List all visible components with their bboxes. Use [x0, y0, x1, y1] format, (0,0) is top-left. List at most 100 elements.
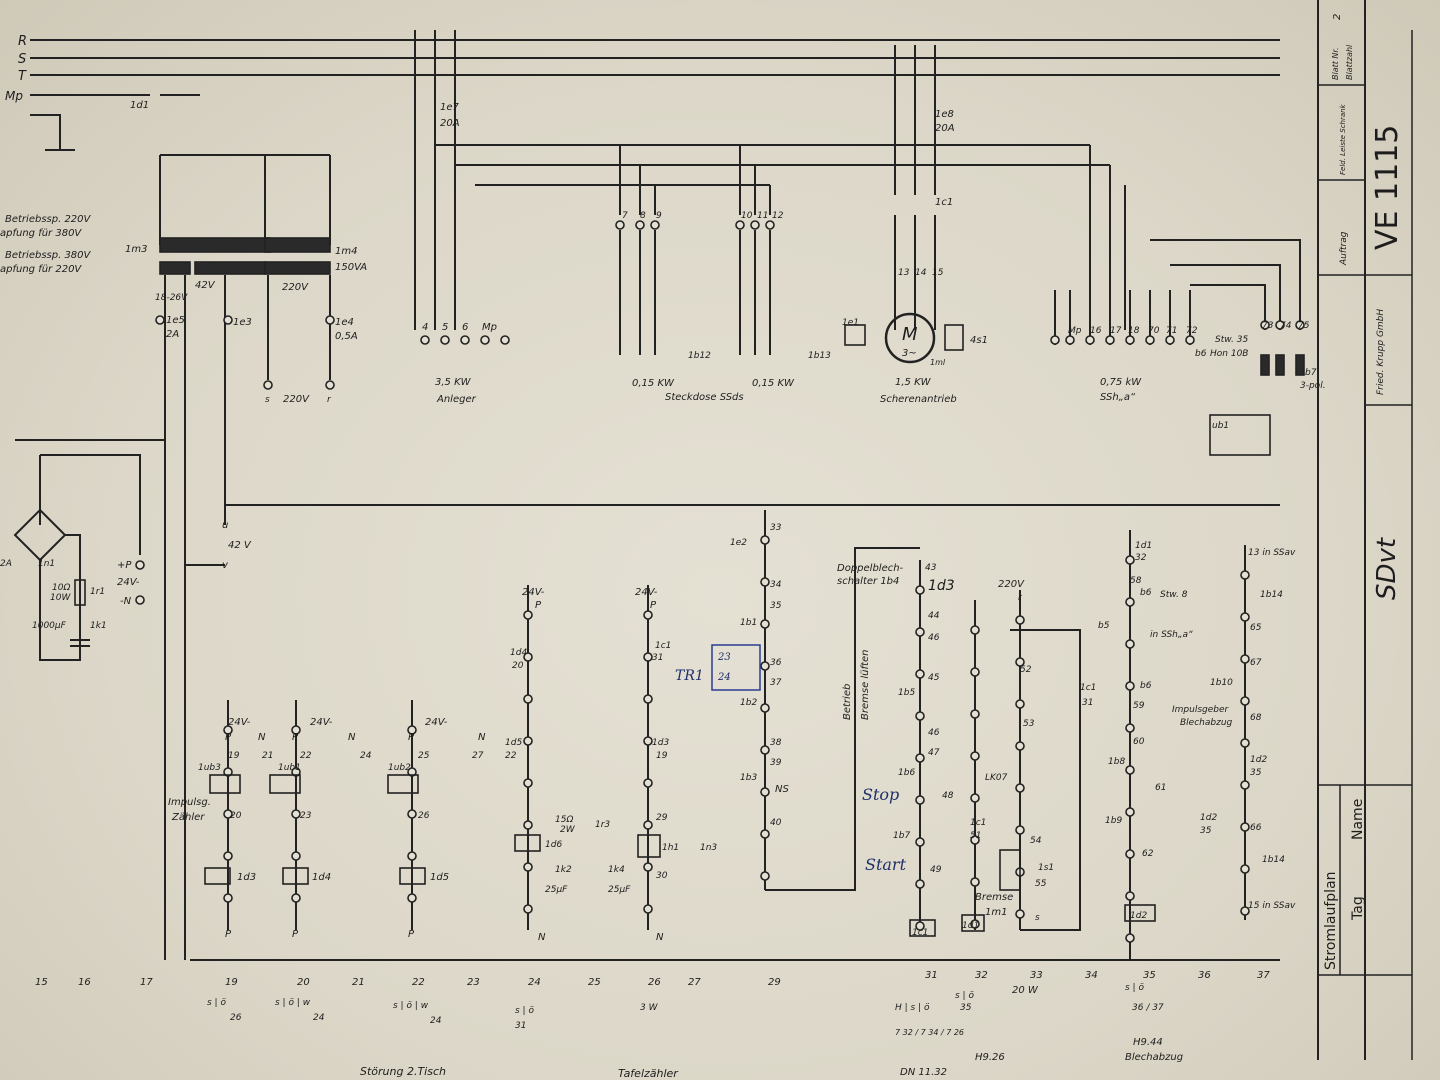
label-e4a: 0,5A [335, 331, 358, 342]
terminal-icon [1015, 699, 1025, 709]
label-t13: 13 [898, 268, 910, 278]
label-t15: 15 [932, 268, 944, 278]
title-block: Blatt Nr. Blattzahl 2 Feld. Leiste Schra… [1317, 0, 1413, 1060]
label-n24: 24 [717, 672, 731, 683]
contact-c32-watt: 20 W [1012, 985, 1039, 996]
company-name: Fried. Krupp GmbH [1376, 309, 1386, 395]
label-c26p: P [650, 600, 657, 611]
fuse-icon [1295, 354, 1305, 376]
terminal-icon [643, 820, 653, 830]
label-t37: 37 [770, 678, 782, 688]
label-b7a: b7 [1305, 368, 1317, 378]
label-k2: 1k2 [555, 865, 572, 875]
wire [1170, 264, 1281, 330]
label-c1e: 1c1 [1080, 683, 1096, 693]
label-kw15: 1,5 KW [895, 377, 932, 388]
terminal-icon [915, 837, 925, 847]
terminal-icon [1260, 320, 1270, 330]
relay-1d4-coil-icon [282, 867, 309, 885]
column-number: 21 [352, 977, 365, 988]
label-b6: 1b6 [898, 768, 915, 778]
label-e8a: 20A [935, 123, 955, 134]
label-v: v [222, 560, 229, 571]
label-d1c: 1d1 [1135, 541, 1152, 551]
label-c1top: 1c1 [935, 197, 953, 208]
wire [1150, 239, 1301, 330]
label-d4b: 1d4 [510, 648, 527, 658]
terminal-icon [1015, 657, 1025, 667]
terminal-icon [970, 667, 980, 677]
label-e4: 1e4 [335, 317, 354, 328]
thermal-relay-icon [844, 324, 866, 346]
label-t46: 46 [928, 633, 940, 643]
label-t49: 49 [930, 865, 942, 875]
impulse-counter-1ub3-icon [209, 774, 241, 794]
label-m3: 1m3 [125, 244, 147, 255]
terminal-icon [291, 809, 301, 819]
column-number: 17 [140, 977, 153, 988]
label-s4: 4s1 [970, 335, 988, 346]
h926-note: H9.26 [975, 1052, 1005, 1063]
name-label: Name [1350, 799, 1366, 840]
label-t67: 67 [1250, 658, 1262, 668]
relay-1d3-coil-icon [204, 867, 231, 885]
terminal-icon [1240, 864, 1250, 874]
sheet-count-label: Blattzahl [1345, 44, 1354, 80]
label-tr1b: apfung für 380V [0, 228, 82, 239]
label-doppelB: schalter 1b4 [837, 576, 899, 587]
label-inssh: in SSh„a“ [1150, 630, 1193, 640]
terminal-icon [915, 921, 925, 931]
label-r1: 1r1 [90, 587, 105, 597]
label-t39: 39 [770, 758, 782, 768]
day-label: Tag [1350, 896, 1366, 921]
label-b12: 1b12 [688, 351, 711, 361]
label-c22n: N [478, 732, 486, 743]
label-b5: 1b5 [898, 688, 915, 698]
label-c24a: 20 [512, 661, 524, 671]
label-ub3: 1ub3 [198, 763, 221, 773]
terminal-icon [223, 767, 233, 777]
relay-1d2-coil-icon [1124, 904, 1156, 922]
label-d3c: 1d3 [928, 578, 955, 594]
label-t38: 38 [770, 738, 782, 748]
label-t54: 54 [1030, 836, 1042, 846]
label-t44: 44 [928, 611, 940, 621]
footer-notes: Störung 2.Tisch Tafelzähler DN 11.32 H9.… [207, 983, 1183, 1080]
terminal-icon [1015, 909, 1025, 919]
column-number: 19 [225, 977, 238, 988]
label-S: S [18, 52, 26, 67]
label-e7: 1e7 [440, 102, 460, 113]
terminal-icon [407, 851, 417, 861]
label-b14: 1b14 [1260, 590, 1283, 600]
label-kw015a: 0,15 KW [632, 378, 675, 389]
terminal-icon [1125, 335, 1135, 345]
label-t45: 45 [928, 673, 940, 683]
label-motor3: 3~ [902, 348, 917, 359]
terminal-icon [1015, 825, 1025, 835]
column-number: 16 [78, 977, 91, 988]
terminal-icon [1105, 335, 1115, 345]
terminal-icon [1185, 335, 1195, 345]
label-t35c: 35 [1250, 768, 1262, 778]
terminal-icon [223, 315, 233, 325]
terminal-icon [135, 560, 145, 570]
label-kw015b: 0,15 KW [752, 378, 795, 389]
label-c20e: P [292, 929, 299, 940]
column-number: 27 [688, 977, 701, 988]
label-b10: 1b10 [1210, 678, 1233, 688]
label-b9: 1b9 [1105, 816, 1122, 826]
terminal-icon [325, 380, 335, 390]
terminal-icon [440, 335, 450, 345]
label-v220c: 220V [998, 579, 1025, 590]
label-nN: -N [120, 596, 132, 607]
label-tmp2: Mp [1068, 326, 1082, 336]
label-d3b: 1d3 [652, 738, 669, 748]
terminal-icon [523, 778, 533, 788]
label-t74: 74 [1280, 321, 1292, 331]
label-ub2: 1ub2 [388, 763, 411, 773]
label-ssha: SSh„a“ [1100, 392, 1136, 403]
column-number: 37 [1257, 970, 1270, 981]
relay-1d6-coil-icon [514, 834, 541, 852]
label-scheren: Scherenantrieb [880, 394, 957, 405]
